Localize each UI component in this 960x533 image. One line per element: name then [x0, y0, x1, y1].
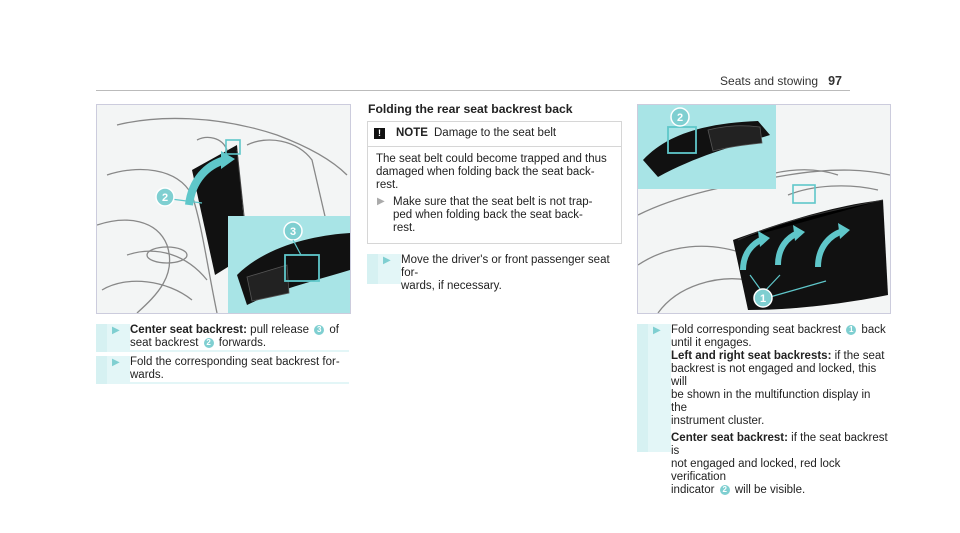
section-title: Seats and stowing — [720, 74, 819, 88]
fig-left-marker-3: 3 — [290, 226, 296, 238]
fig-right-marker-2: 2 — [677, 112, 683, 124]
step-fold-back: ▶ Fold corresponding seat backrest 1 bac… — [637, 324, 889, 497]
step-line1: Move the driver's or front passenger sea… — [401, 254, 610, 279]
note-line2: damaged when folding back the seat back- — [376, 166, 595, 178]
note-line1: The seat belt could become trapped and t… — [376, 153, 607, 165]
seat-drawing-right: 2 1 — [638, 105, 890, 313]
step-bar — [96, 324, 107, 352]
arrow-icon: ▶ — [383, 255, 391, 266]
step-center-release: ▶ Center seat backrest: pull release 3 o… — [96, 324, 349, 352]
header-rule — [96, 90, 850, 91]
left-right-label: Left and right seat backrests: — [671, 350, 832, 362]
step-text-c: seat backrest — [130, 337, 202, 349]
fig-left-marker-2: 2 — [162, 192, 168, 204]
step-move-seat: ▶ Move the driver's or front passenger s… — [367, 254, 620, 293]
note-instruction-line3: rest. — [393, 222, 416, 234]
page-number: 97 — [828, 74, 842, 88]
step-bar — [637, 324, 648, 452]
arrow-icon: ▶ — [112, 357, 120, 368]
arrow-icon: ▶ — [112, 325, 120, 336]
step-text: Move the driver's or front passenger sea… — [401, 254, 620, 293]
step-bar — [96, 356, 107, 384]
line6: instrument cluster. — [671, 415, 765, 427]
line8: not engaged and locked, red lock verific… — [671, 458, 841, 483]
note-body: The seat belt could become trapped and t… — [376, 153, 607, 192]
step-bar — [367, 254, 378, 284]
fig-right-marker-1: 1 — [760, 293, 766, 305]
line1b: back — [858, 324, 886, 336]
step-label: Center seat backrest: — [130, 324, 247, 336]
center-label: Center seat backrest: — [671, 432, 788, 444]
line3: if the seat — [831, 350, 885, 362]
marker-2: 2 — [203, 338, 214, 348]
step2-line1: Fold the corresponding seat backrest for… — [130, 356, 340, 368]
line2: until it engages. — [671, 337, 752, 349]
note-instruction-line2: ped when folding back the seat back- — [393, 209, 583, 221]
line7: if the seat backrest is — [671, 432, 888, 457]
seat-drawing-left: 2 3 — [97, 117, 350, 313]
marker-1: 1 — [846, 325, 857, 335]
note-title: Damage to the seat belt — [434, 127, 557, 139]
step-fold-forwards: ▶ Fold the corresponding seat backrest f… — [96, 356, 349, 384]
note-label: NOTE — [396, 127, 428, 139]
note-line3: rest. — [376, 179, 399, 191]
note-instruction-line1: Make sure that the seat belt is not trap… — [393, 196, 593, 208]
step-text-d: forwards. — [215, 337, 267, 349]
section-heading: Folding the rear seat backrest back — [368, 102, 573, 116]
step-line2: wards, if necessary. — [401, 280, 502, 292]
running-header: Seats and stowing 97 — [720, 74, 842, 88]
line4: backrest is not engaged and locked, this… — [671, 363, 877, 388]
step-text: Fold the corresponding seat backrest for… — [130, 356, 349, 382]
step-text-b: of — [326, 324, 339, 336]
marker-3: 3 — [314, 325, 325, 335]
note-instruction: Make sure that the seat belt is not trap… — [393, 196, 592, 235]
exclamation-icon: ! — [374, 128, 385, 139]
line1a: Fold corresponding seat backrest — [671, 324, 845, 336]
illustration-rear-backrest: 2 1 — [637, 104, 891, 314]
step-text-a: pull release — [246, 324, 313, 336]
step-text: Center seat backrest: pull release 3 of … — [130, 324, 349, 350]
note-header: ! NOTE Damage to the seat belt — [368, 122, 621, 147]
arrow-icon: ▶ — [653, 325, 661, 336]
line5: be shown in the multifunction display in… — [671, 389, 871, 414]
note-box: ! NOTE Damage to the seat belt The seat … — [367, 121, 622, 244]
step-text: Fold corresponding seat backrest 1 back … — [671, 324, 889, 497]
step2-line2: wards. — [130, 369, 164, 381]
illustration-center-backrest: 2 3 — [96, 104, 351, 314]
arrow-icon: ▶ — [377, 196, 385, 207]
marker-2: 2 — [719, 485, 730, 495]
line9b: will be visible. — [731, 484, 806, 496]
line9a: indicator — [671, 484, 718, 496]
